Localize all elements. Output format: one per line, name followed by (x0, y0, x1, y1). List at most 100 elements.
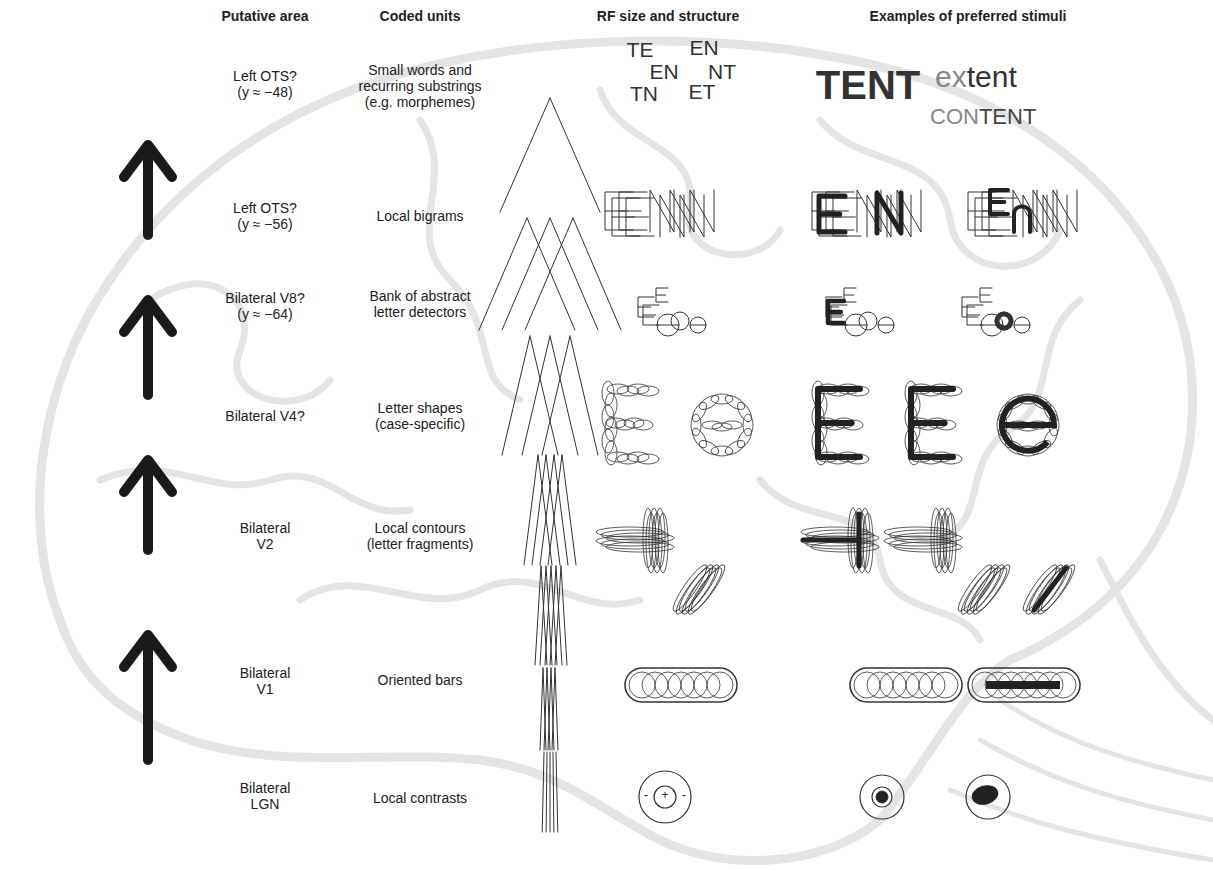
rf-circle (671, 312, 689, 330)
rf-ellipse (934, 513, 944, 573)
rf-ellipse (655, 508, 665, 568)
rf-circle (995, 312, 1013, 330)
rf-ellipse (606, 542, 674, 552)
label: Bilateral LGN (231, 780, 299, 812)
center-surround (654, 786, 676, 808)
rf-ellipse (943, 508, 953, 568)
brain-gyrus (420, 120, 520, 400)
letter-outline (980, 288, 992, 302)
rf-cone (548, 668, 551, 750)
label: - (644, 789, 648, 803)
rf-cone (556, 752, 558, 832)
center-surround (872, 787, 892, 807)
brain-gyrus (300, 581, 640, 604)
label: Letter shapes (case-specific) (368, 400, 472, 432)
rf-outline (968, 668, 1080, 702)
rf-ellipse (684, 565, 726, 618)
rf-cone (542, 752, 544, 832)
center-surround (966, 775, 1010, 819)
label: Bank of abstract letter detectors (368, 288, 472, 320)
label: Bilateral V2 (231, 520, 299, 552)
rf-cone (556, 566, 562, 665)
rf-cone (550, 752, 551, 832)
rf-ellipse (972, 562, 1014, 615)
rf-ellipse (931, 508, 941, 568)
rf-cone (540, 668, 543, 750)
brain-outline (40, 41, 1193, 860)
rf-ellipse (637, 386, 659, 396)
rf-circle (707, 672, 733, 698)
rf-ellipse (811, 542, 879, 552)
rf-cone (524, 455, 538, 565)
bold-letter (911, 389, 953, 457)
rf-cone (527, 218, 575, 330)
bold-contour (857, 514, 862, 566)
rf-ellipse (633, 420, 653, 430)
rf-cone (542, 336, 570, 455)
rf-ellipse (894, 542, 962, 552)
rf-ellipse (946, 513, 956, 573)
rf-ellipse (1034, 565, 1076, 618)
label: Left OTS? (y ≈ −56) (228, 200, 302, 232)
rf-ellipse (969, 565, 1011, 618)
letter-outline (656, 288, 668, 302)
hierarchy-arrow-head (124, 635, 172, 667)
rf-cone (500, 98, 550, 212)
rf-ellipse (646, 513, 656, 573)
brain-gyrus (820, 120, 1060, 266)
bold-letter (990, 190, 1008, 214)
bold-contour (803, 538, 859, 543)
column-header: Examples of preferred stimuli (870, 8, 1067, 24)
letter-outline (690, 190, 714, 232)
rf-cone (551, 668, 554, 750)
letter-outline (967, 305, 983, 325)
rf-cone (535, 566, 541, 665)
hierarchy-arrow (143, 468, 153, 550)
rf-ellipse (863, 513, 873, 573)
rf-ellipse (697, 438, 721, 458)
label: EN (649, 60, 678, 84)
dot-stimulus (876, 791, 888, 803)
rf-ellipse (735, 426, 755, 450)
rf-circle (859, 312, 877, 330)
label: TENT (816, 62, 920, 108)
bold-letter (828, 301, 844, 323)
rf-ellipse (652, 513, 662, 573)
letter-outline (962, 297, 978, 317)
rf-ellipse (723, 438, 747, 458)
rf-ellipse (658, 513, 668, 573)
rf-ellipse (1037, 562, 1079, 615)
letter-outline (657, 325, 679, 326)
rf-ellipse (690, 426, 710, 450)
rf-ellipse (643, 508, 653, 568)
label: TN (630, 82, 658, 106)
letter-outline (690, 325, 706, 326)
rf-cone (502, 218, 550, 330)
rf-circle (845, 314, 867, 336)
label: Bilateral V1 (231, 665, 299, 697)
rf-cone (545, 566, 551, 665)
rf-circle (878, 317, 894, 333)
rf-ellipse (649, 508, 659, 568)
rf-cone (546, 752, 548, 832)
rf-ellipse (690, 400, 710, 424)
hierarchy-arrow (143, 153, 153, 235)
rf-circle (1014, 317, 1030, 333)
rf-ellipse (697, 393, 721, 413)
hierarchy-arrow (143, 308, 153, 395)
bold-letter (819, 196, 845, 232)
label: tent (967, 60, 1017, 95)
bold-letter (818, 389, 860, 457)
bold-letter (1002, 399, 1054, 451)
rf-ellipse (1031, 562, 1073, 615)
hierarchy-arrow-head (124, 145, 172, 177)
letter-outline (1043, 195, 1067, 237)
label: Oriented bars (355, 672, 485, 688)
label: ET (689, 80, 716, 104)
label: + (661, 789, 668, 803)
letter-outline (845, 325, 867, 326)
label: Left OTS? (y ≈ −48) (228, 68, 302, 100)
rf-cone (550, 218, 598, 330)
